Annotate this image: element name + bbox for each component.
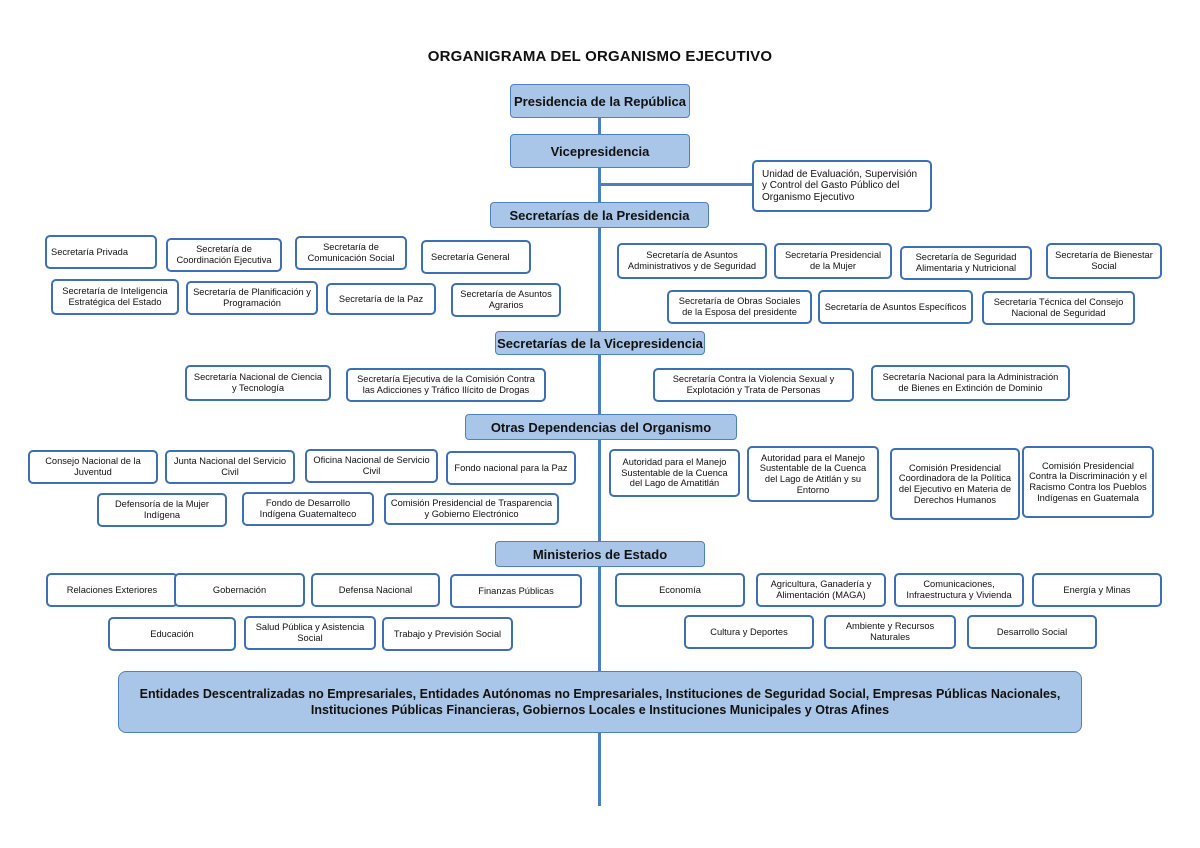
ministerios-header: Ministerios de Estado [495, 541, 705, 567]
ministerio-educacion: Educación [108, 617, 236, 651]
secretaria-coordinacion-ejecutiva: Secretaría de Coordinación Ejecutiva [166, 238, 282, 272]
oficina-servicio-civil: Oficina Nacional de Servicio Civil [305, 449, 438, 483]
secretarias-vicepresidencia-header: Secretarías de la Vicepresidencia [495, 331, 705, 355]
ministerio-desarrollo-social: Desarrollo Social [967, 615, 1097, 649]
autoridad-amatitlan: Autoridad para el Manejo Sustentable de … [609, 449, 740, 497]
secretaria-bienestar-social: Secretaría de Bienestar Social [1046, 243, 1162, 279]
unidad-connector-line [600, 183, 754, 186]
fondo-desarrollo-indigena: Fondo de Desarrollo Indígena Guatemaltec… [242, 492, 374, 526]
secretaria-seguridad-alimentaria: Secretaría de Seguridad Alimentaria y Nu… [900, 246, 1032, 280]
presidencia-box: Presidencia de la República [510, 84, 690, 118]
secretaria-privada: Secretaría Privada [45, 235, 157, 269]
otras-dependencias-header: Otras Dependencias del Organismo [465, 414, 737, 440]
comision-discriminacion: Comisión Presidencial Contra la Discrimi… [1022, 446, 1154, 518]
secretaria-asuntos-agrarios: Secretaría de Asuntos Agrarios [451, 283, 561, 317]
comision-trasparencia: Comisión Presidencial de Trasparencia y … [384, 493, 559, 525]
secretaria-adicciones: Secretaría Ejecutiva de la Comisión Cont… [346, 368, 546, 402]
secretaria-general: Secretaría General [421, 240, 531, 274]
ministerio-salud: Salud Pública y Asistencia Social [244, 616, 376, 650]
consejo-juventud: Consejo Nacional de la Juventud [28, 450, 158, 484]
secretaria-planificacion: Secretaría de Planificación y Programaci… [186, 281, 318, 315]
main-connector-line [598, 116, 601, 806]
ministerio-gobernacion: Gobernación [174, 573, 305, 607]
defensoria-mujer-indigena: Defensoría de la Mujer Indígena [97, 493, 227, 527]
secretaria-paz: Secretaría de la Paz [326, 283, 436, 315]
secretaria-asuntos-especificos: Secretaría de Asuntos Específicos [818, 290, 973, 324]
ministerio-economia: Economía [615, 573, 745, 607]
secretaria-obras-sociales: Secretaría de Obras Sociales de la Espos… [667, 290, 812, 324]
entidades-descentralizadas-box: Entidades Descentralizadas no Empresaria… [118, 671, 1082, 733]
ministerio-comunicaciones: Comunicaciones, Infraestructura y Vivien… [894, 573, 1024, 607]
ministerio-defensa: Defensa Nacional [311, 573, 440, 607]
unidad-evaluacion-box: Unidad de Evaluación, Supervisión y Cont… [752, 160, 932, 212]
ministerio-ambiente: Ambiente y Recursos Naturales [824, 615, 956, 649]
secretaria-violencia-sexual: Secretaría Contra la Violencia Sexual y … [653, 368, 854, 402]
ministerio-relaciones-exteriores: Relaciones Exteriores [46, 573, 178, 607]
ministerio-energia: Energía y Minas [1032, 573, 1162, 607]
ministerio-agricultura: Agricultura, Ganadería y Alimentación (M… [756, 573, 886, 607]
secretaria-asuntos-administrativos: Secretaría de Asuntos Administrativos y … [617, 243, 767, 279]
ministerio-cultura: Cultura y Deportes [684, 615, 814, 649]
secretaria-extincion-dominio: Secretaría Nacional para la Administraci… [871, 365, 1070, 401]
secretaria-ciencia-tecnologia: Secretaría Nacional de Ciencia y Tecnolo… [185, 365, 331, 401]
secretaria-comunicacion-social: Secretaría de Comunicación Social [295, 236, 407, 270]
autoridad-atitlan: Autoridad para el Manejo Sustentable de … [747, 446, 879, 502]
junta-servicio-civil: Junta Nacional del Servicio Civil [165, 450, 295, 484]
secretaria-inteligencia: Secretaría de Inteligencia Estratégica d… [51, 279, 179, 315]
fondo-paz: Fondo nacional para la Paz [446, 451, 576, 485]
vicepresidencia-box: Vicepresidencia [510, 134, 690, 168]
secretaria-presidencial-mujer: Secretaría Presidencial de la Mujer [774, 243, 892, 279]
ministerio-finanzas: Finanzas Públicas [450, 574, 582, 608]
page-title: ORGANIGRAMA DEL ORGANISMO EJECUTIVO [427, 48, 773, 65]
secretaria-tecnica-consejo: Secretaría Técnica del Consejo Nacional … [982, 291, 1135, 325]
ministerio-trabajo: Trabajo y Previsión Social [382, 617, 513, 651]
secretarias-presidencia-header: Secretarías de la Presidencia [490, 202, 709, 228]
comision-derechos-humanos: Comisión Presidencial Coordinadora de la… [890, 448, 1020, 520]
